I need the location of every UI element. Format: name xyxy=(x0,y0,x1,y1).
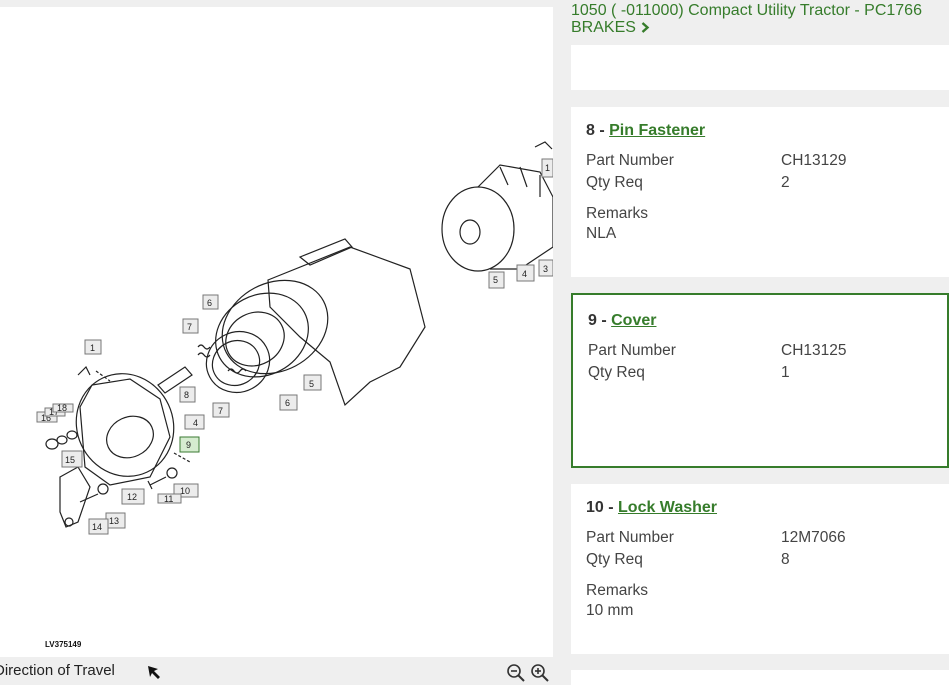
callout-5-right[interactable]: 5 xyxy=(488,271,505,289)
qty-req-label: Qty Req xyxy=(588,364,645,381)
callout-1[interactable]: 1 xyxy=(84,339,102,355)
svg-text:6: 6 xyxy=(207,298,212,308)
callout-8[interactable]: 8 xyxy=(179,386,196,403)
remarks-value: NLA xyxy=(586,225,617,242)
qty-req-label: Qty Req xyxy=(586,551,643,568)
part-number-value: CH13129 xyxy=(781,152,847,169)
part-title: 8 - Pin Fastener xyxy=(586,122,706,139)
direction-of-travel-label: Direction of Travel xyxy=(0,662,115,679)
svg-text:7: 7 xyxy=(218,406,223,416)
callout-6b[interactable]: 6 xyxy=(279,394,298,411)
qty-req-value: 1 xyxy=(781,364,790,381)
part-number-value: CH13125 xyxy=(781,342,847,359)
callout-3-right[interactable]: 3 xyxy=(538,259,553,277)
part-card-9[interactable]: 9 - Cover Part Number CH13125 Qty Req 1 xyxy=(571,293,949,468)
part-number-label: Part Number xyxy=(588,342,676,359)
part-number-label: Part Number xyxy=(586,529,674,546)
callout-6a[interactable]: 6 xyxy=(202,294,219,310)
zoom-out-icon[interactable] xyxy=(507,664,525,682)
svg-text:16: 16 xyxy=(41,413,51,423)
part-title: 10 - Lock Washer xyxy=(586,499,718,516)
callout-1-right[interactable]: 1 xyxy=(541,158,553,178)
part-card-10[interactable]: 10 - Lock Washer Part Number 12M7066 Qty… xyxy=(571,484,949,654)
callout-13[interactable]: 13 xyxy=(105,512,126,529)
qty-req-value: 2 xyxy=(781,174,790,191)
svg-text:5: 5 xyxy=(493,275,498,285)
remarks-value: 10 mm xyxy=(586,602,634,619)
svg-text:9: 9 xyxy=(186,440,191,450)
svg-text:6: 6 xyxy=(285,398,290,408)
qty-req-value: 8 xyxy=(781,551,790,568)
part-number-label: Part Number xyxy=(586,152,674,169)
callout-11[interactable]: 11 xyxy=(157,493,182,504)
svg-text:4: 4 xyxy=(522,269,527,279)
part-name-link[interactable]: Cover xyxy=(611,312,657,329)
section-name[interactable]: BRAKES xyxy=(571,19,636,36)
callout-14[interactable]: 14 xyxy=(88,518,109,535)
remarks-label: Remarks xyxy=(586,582,649,599)
page-header: 1050 ( -011000) Compact Utility Tractor … xyxy=(571,2,949,36)
svg-text:4: 4 xyxy=(193,418,198,428)
part-name-link[interactable]: Pin Fastener xyxy=(609,122,706,139)
callout-18[interactable]: 18 xyxy=(52,403,74,413)
part-number-value: 12M7066 xyxy=(781,529,846,546)
parts-list-spacer xyxy=(571,45,949,90)
part-card-next[interactable] xyxy=(571,670,949,685)
callout-12[interactable]: 12 xyxy=(121,488,145,505)
svg-text:1: 1 xyxy=(545,163,550,173)
svg-text:18: 18 xyxy=(57,403,67,413)
remarks-label: Remarks xyxy=(586,205,649,222)
svg-text:8: 8 xyxy=(184,390,189,400)
svg-text:7: 7 xyxy=(187,322,192,332)
svg-text:14: 14 xyxy=(92,522,102,532)
section-breadcrumb[interactable]: BRAKES xyxy=(571,19,949,36)
qty-req-label: Qty Req xyxy=(586,174,643,191)
parts-diagram-panel[interactable]: 1 4 5 6 6 7 7 8 9 10 11 12 13 14 15 16 1… xyxy=(0,7,553,657)
callout-7b[interactable]: 7 xyxy=(212,402,230,418)
svg-text:12: 12 xyxy=(127,492,137,502)
callout-15[interactable]: 15 xyxy=(61,450,83,468)
direction-arrow-icon xyxy=(148,666,160,679)
svg-text:5: 5 xyxy=(309,379,314,389)
svg-text:1: 1 xyxy=(90,343,95,353)
svg-text:3: 3 xyxy=(543,264,548,274)
svg-text:13: 13 xyxy=(109,516,119,526)
svg-text:15: 15 xyxy=(65,455,75,465)
callout-9[interactable]: 9 xyxy=(179,436,200,453)
zoom-in-icon[interactable] xyxy=(531,664,549,682)
part-card-8[interactable]: 8 - Pin Fastener Part Number CH13129 Qty… xyxy=(571,107,949,277)
callout-4[interactable]: 4 xyxy=(184,414,205,430)
callout-5[interactable]: 5 xyxy=(303,374,322,391)
svg-text:11: 11 xyxy=(164,494,173,504)
diagram-toolbar: Direction of Travel xyxy=(0,657,553,685)
part-title: 9 - Cover xyxy=(588,312,657,329)
diagram-image-id: LV375149 xyxy=(45,640,82,649)
diagram-callouts[interactable]: 1 4 5 6 6 7 7 8 9 10 11 12 13 14 15 16 1… xyxy=(36,158,553,535)
part-name-link[interactable]: Lock Washer xyxy=(618,499,718,516)
callout-4-right[interactable]: 4 xyxy=(516,264,535,282)
chevron-right-icon xyxy=(641,22,650,33)
model-title: 1050 ( -011000) Compact Utility Tractor … xyxy=(571,2,922,19)
callout-7a[interactable]: 7 xyxy=(182,318,199,334)
exploded-diagram[interactable]: 1 4 5 6 6 7 7 8 9 10 11 12 13 14 15 16 1… xyxy=(0,7,553,657)
svg-text:10: 10 xyxy=(180,486,190,496)
